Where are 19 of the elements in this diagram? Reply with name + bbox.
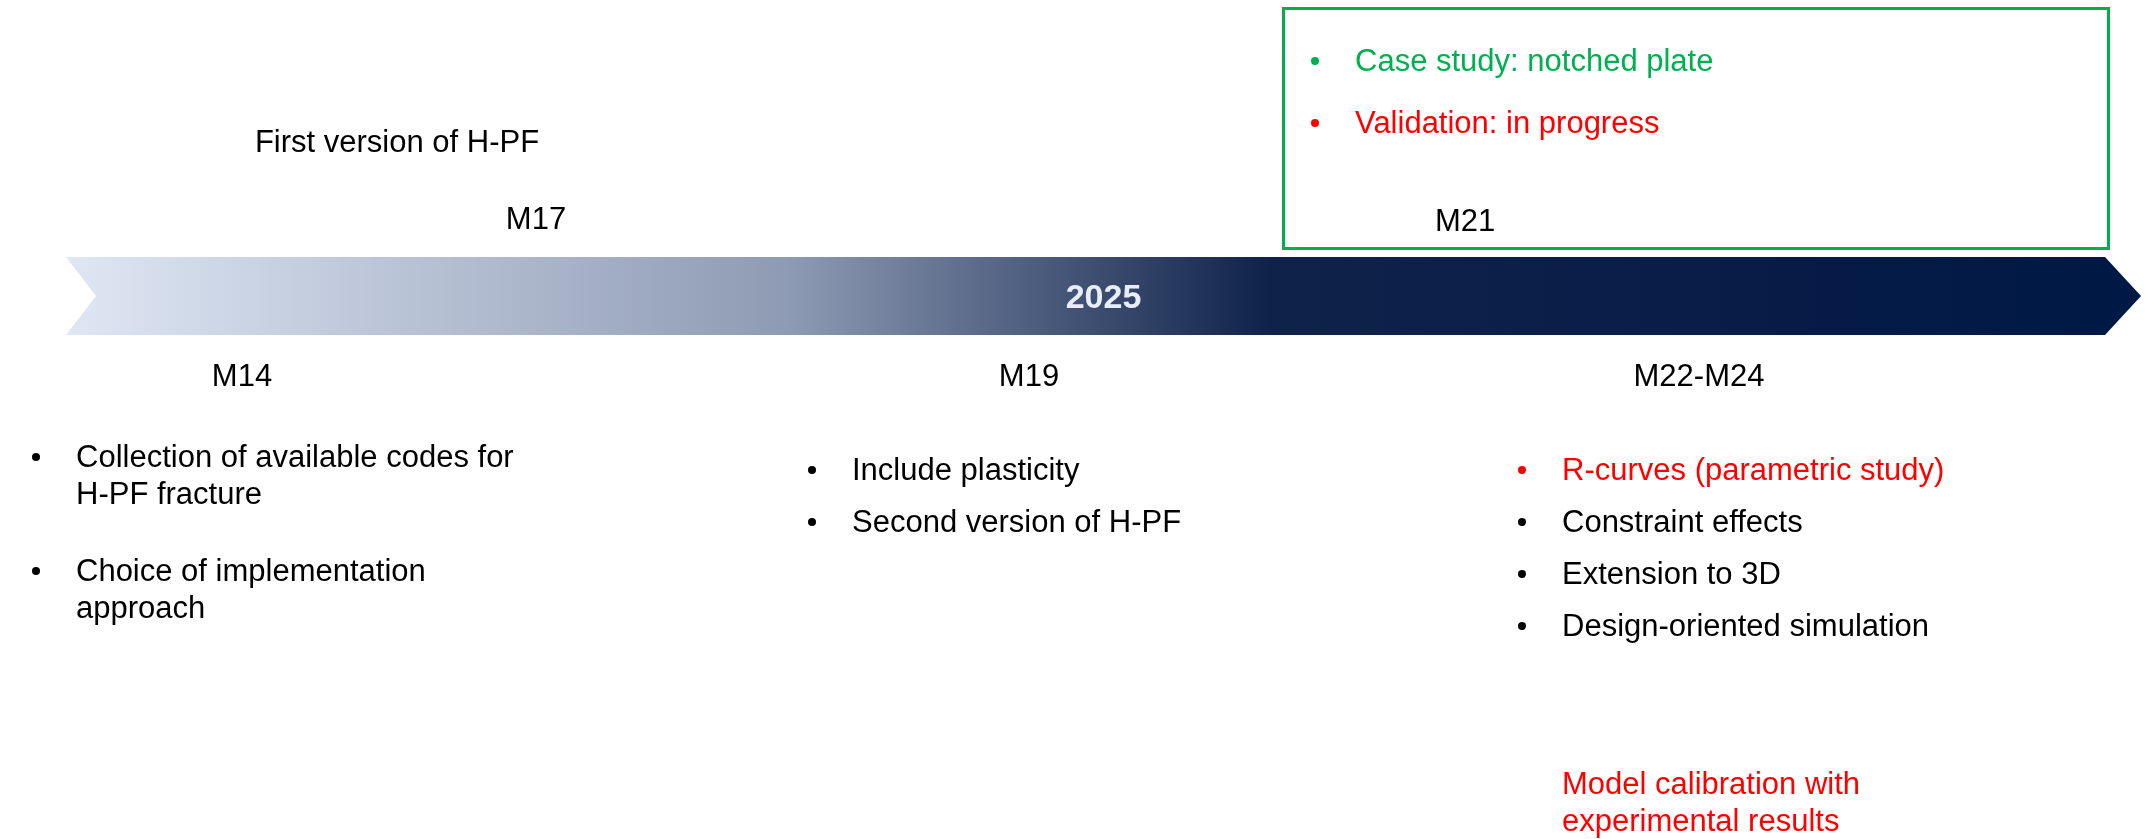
milestone-label: M19 xyxy=(998,357,1060,395)
note-text: Model calibration with experimental results xyxy=(1562,765,1862,839)
bullet-item: Extension to 3D xyxy=(1510,555,2110,593)
milestone-label: M14 xyxy=(211,357,273,395)
bullet-item: R-curves (parametric study) xyxy=(1510,451,2110,489)
milestone-note: First version of H-PF xyxy=(254,123,540,161)
year-label: 2025 xyxy=(1065,275,1142,317)
bullet-item: Case study: notched plate xyxy=(1303,42,1714,80)
bullet-item: Choice of implementation approach xyxy=(24,552,514,627)
highlight-box xyxy=(1282,7,2110,250)
bullet-item: Include plasticity xyxy=(800,451,1320,489)
bullet-item: Design-oriented simulation xyxy=(1510,607,2110,645)
milestone-label: M21 xyxy=(1435,202,1496,240)
milestone-label: M22-M24 xyxy=(1633,357,1765,395)
bullet-item: Validation: in progress xyxy=(1303,104,1660,142)
milestone-label: M17 xyxy=(505,200,567,238)
bullet-item: Collection of available codes for H-PF fracture xyxy=(24,438,514,513)
bullet-item: Second version of H-PF xyxy=(800,503,1320,541)
bullet-item: Constraint effects xyxy=(1510,503,2110,541)
